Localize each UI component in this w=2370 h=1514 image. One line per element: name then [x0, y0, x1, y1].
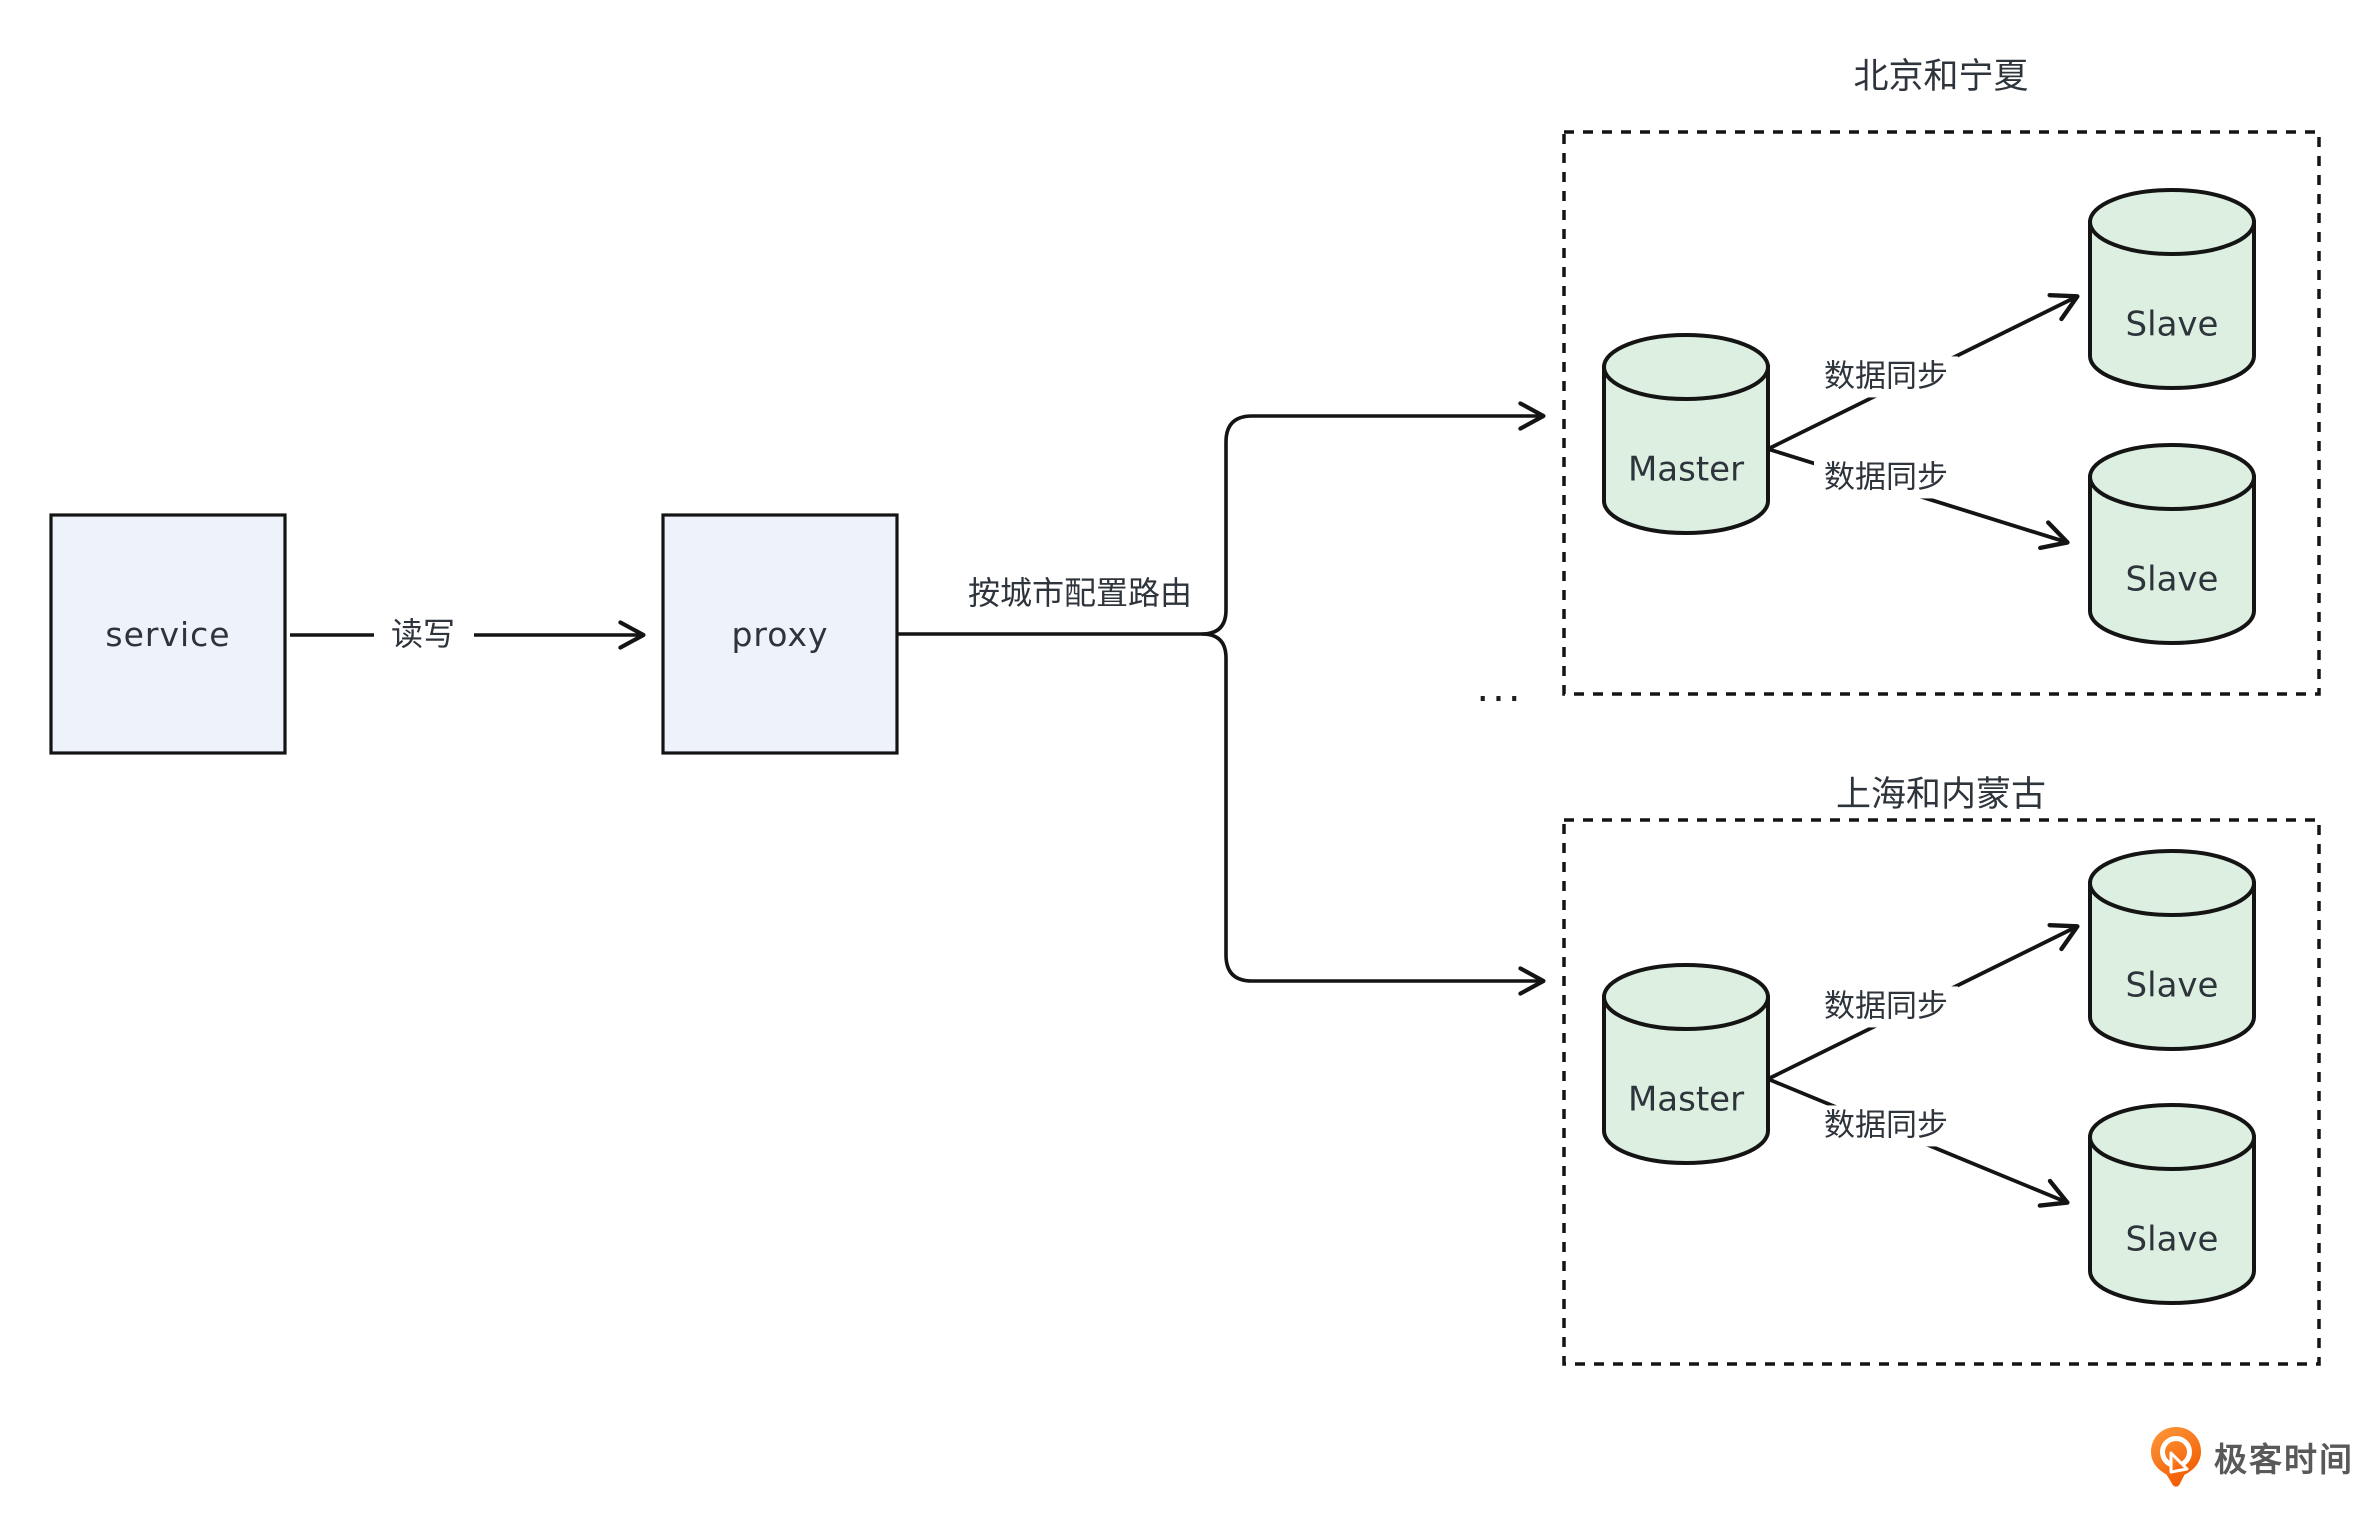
region-1-slave-1-label: Slave	[2125, 304, 2219, 345]
region-1-master-label: Master	[1627, 449, 1745, 490]
route-branch-bottom-arrow	[1201, 632, 1546, 996]
region-1-title: 北京和宁夏	[1853, 57, 2029, 97]
data-sync-label: 数据同步	[1814, 457, 1958, 499]
region-1-boundary	[1562, 130, 2321, 696]
slave-db-cylinder	[2088, 443, 2256, 645]
ellipsis-label: ...	[1476, 665, 1524, 711]
route-by-city-label: 按城市配置路由	[967, 573, 1193, 612]
proxy-label: proxy	[731, 615, 829, 655]
geektime-logo-icon	[2151, 1427, 2201, 1487]
geektime-logo: 极客时间	[2148, 1426, 2354, 1488]
region-2-title: 上海和内蒙古	[1835, 775, 2047, 815]
proxy-node-box	[661, 513, 899, 755]
service-label: service	[105, 615, 231, 655]
master-db-cylinder	[1602, 963, 1770, 1165]
data-sync-label: 数据同步	[1814, 356, 1958, 398]
region-2-slave-2-label: Slave	[2125, 1219, 2219, 1260]
route-branch-top-arrow	[897, 401, 1546, 636]
region-2-boundary	[1562, 818, 2321, 1366]
slave-db-cylinder	[2088, 849, 2256, 1051]
data-sync-label: 数据同步	[1814, 986, 1958, 1028]
slave-db-cylinder	[2088, 188, 2256, 390]
data-sync-label: 数据同步	[1814, 1105, 1958, 1147]
geektime-logo-text: 极客时间	[2214, 1440, 2354, 1479]
region-2-master-label: Master	[1627, 1079, 1745, 1120]
slave-db-cylinder	[2088, 1103, 2256, 1305]
service-node-box	[49, 513, 287, 755]
master-db-cylinder	[1602, 333, 1770, 535]
read-write-label: 读写	[384, 612, 462, 656]
region-1-slave-2-label: Slave	[2125, 559, 2219, 600]
region-2-slave-1-label: Slave	[2125, 965, 2219, 1006]
